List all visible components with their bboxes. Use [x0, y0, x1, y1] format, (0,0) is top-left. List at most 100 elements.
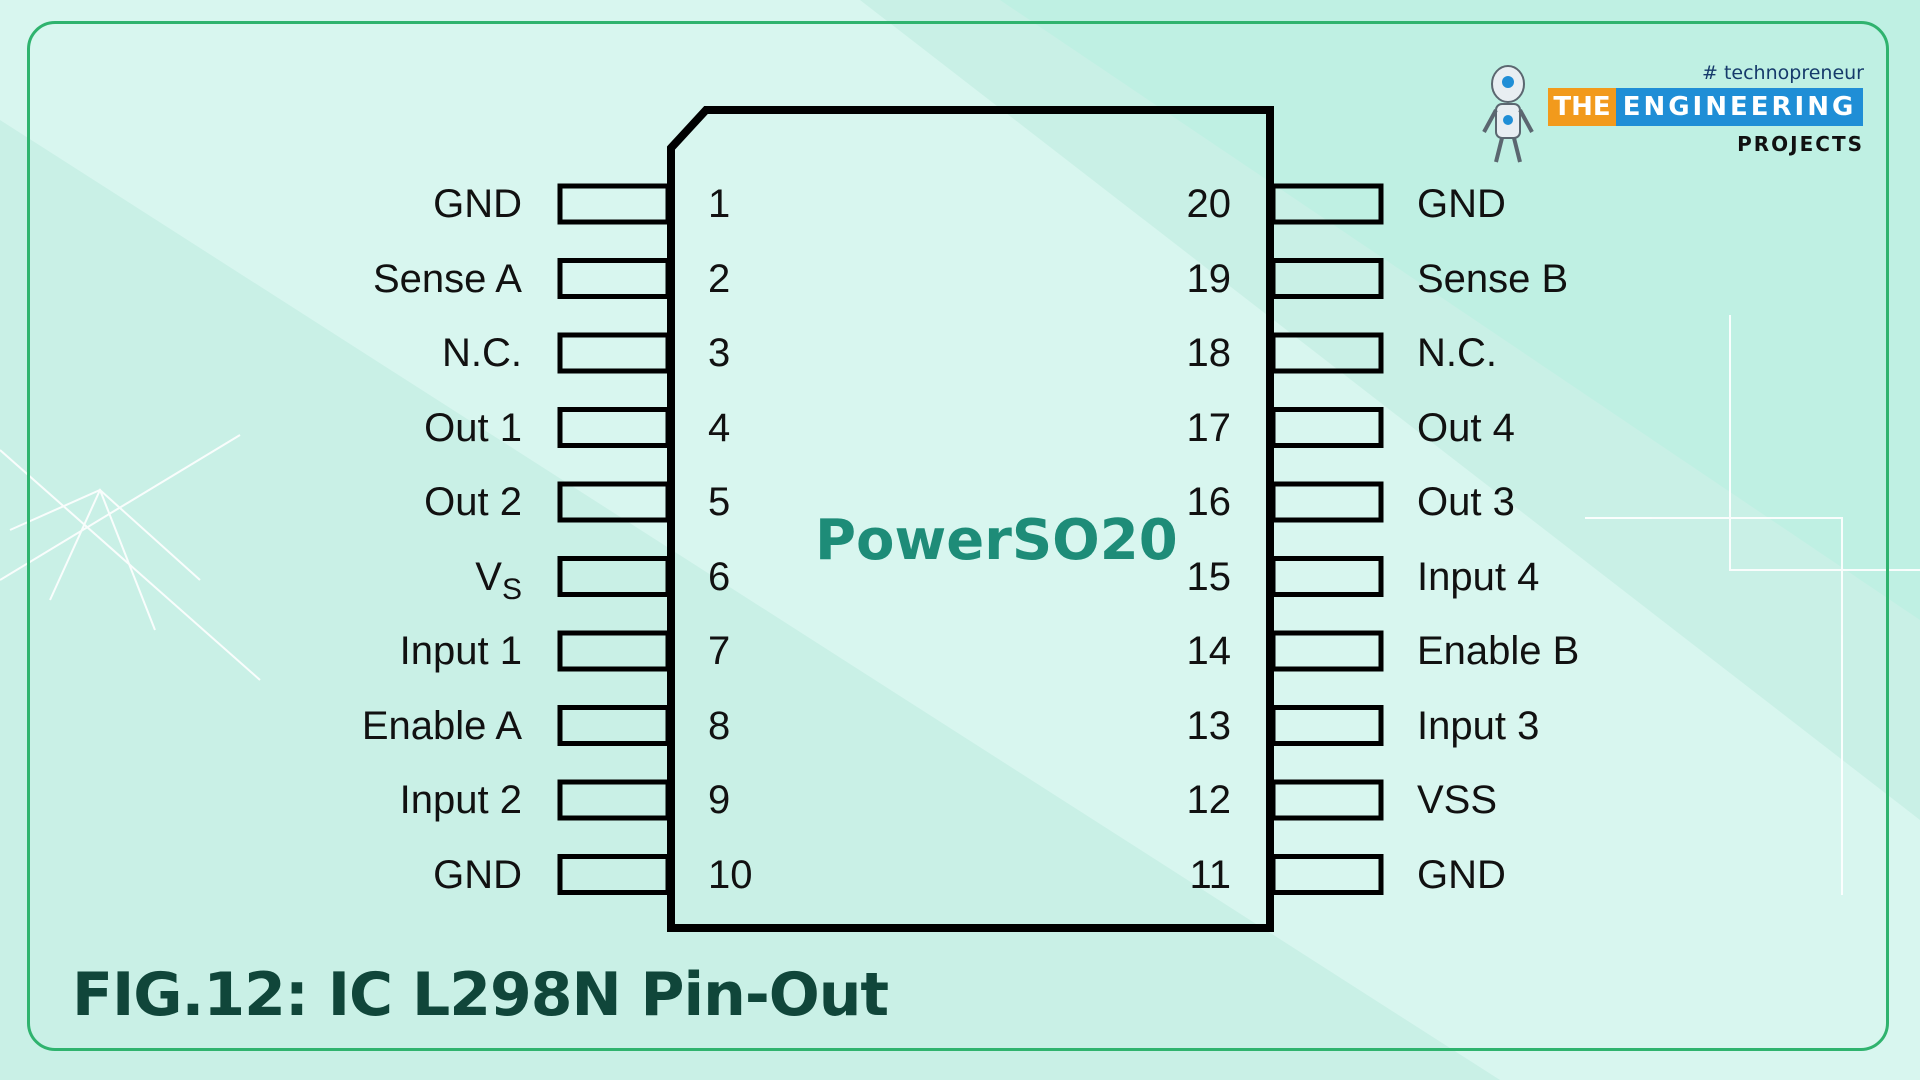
pin-lead-19: [1270, 258, 1384, 299]
pin-number-16: 16: [1187, 482, 1232, 522]
pin-lead-3: [557, 332, 671, 374]
pin-number-11: 11: [1189, 855, 1231, 895]
pin-label-17: Out 4: [1417, 408, 1515, 448]
pin-number-9: 9: [708, 780, 730, 820]
pin-label-16-text: Out 3: [1417, 480, 1515, 524]
pin-lead-6: [557, 556, 671, 597]
pin-number-10: 10: [708, 855, 753, 895]
pin-lead-20: [1270, 183, 1384, 225]
pin-number-15-text: 15: [1186, 554, 1232, 599]
pin-number-5-text: 5: [708, 480, 731, 524]
pin-number-19: 19: [1187, 259, 1232, 299]
pin-number-3-text: 3: [708, 331, 731, 375]
pin-number-15: 15: [1187, 557, 1232, 597]
left-pin-leads: [557, 183, 671, 895]
pin-lead-12: [1270, 779, 1384, 821]
pin-label-18-text: N.C.: [1417, 331, 1497, 375]
pin-number-4-text: 4: [708, 405, 731, 450]
robot-mascot-icon: [1482, 65, 1534, 163]
pin-label-6: VS: [475, 557, 522, 605]
pin-label-10-text: GND: [433, 852, 522, 897]
pin-lead-17: [1270, 407, 1384, 448]
pin-lead-15: [1270, 556, 1384, 597]
pin-label-20-text: GND: [1417, 182, 1506, 226]
pin-label-16: Out 3: [1417, 482, 1515, 522]
pin-label-7: Input 1: [400, 631, 522, 671]
pin-number-10-text: 10: [708, 852, 753, 897]
pin-lead-10: [557, 854, 671, 895]
pin-label-3-text: N.C.: [442, 331, 522, 375]
pin-lead-8: [557, 705, 671, 746]
pin-label-7-text: Input 1: [399, 629, 522, 673]
pin-lead-16: [1270, 481, 1384, 523]
pin-number-8-text: 8: [708, 703, 731, 748]
pin-number-20-text: 20: [1186, 182, 1232, 226]
pin-number-1: 1: [708, 184, 730, 224]
figure-caption: FIG.12: IC L298N Pin-Out: [72, 960, 889, 1030]
pin-label-4-text: Out 1: [424, 405, 522, 450]
pin-lead-4: [557, 407, 671, 448]
pin-number-17: 17: [1187, 408, 1232, 448]
pin-number-16-text: 16: [1186, 480, 1232, 524]
right-pin-leads: [1270, 183, 1384, 895]
package-name: PowerSO20: [815, 508, 1178, 573]
pin-number-2-text: 2: [708, 256, 731, 301]
pin-lead-14: [1270, 630, 1384, 672]
pin-number-11-text: 11: [1189, 852, 1231, 897]
pin-label-19-text: Sense B: [1417, 256, 1569, 301]
pin-lead-7: [557, 630, 671, 672]
pin-lead-9: [557, 779, 671, 821]
pin-number-9-text: 9: [708, 778, 731, 822]
pin-label-14-text: Enable B: [1417, 629, 1580, 673]
pin-number-6: 6: [708, 557, 730, 597]
pin-number-6-text: 6: [708, 554, 731, 599]
pin-label-12-text: VSS: [1417, 778, 1498, 822]
pin-number-5: 5: [708, 482, 730, 522]
pin-label-2-text: Sense A: [372, 256, 522, 301]
pin-number-13-text: 13: [1186, 703, 1232, 748]
pin-lead-2: [557, 258, 671, 299]
pin-label-10: GND: [433, 855, 522, 895]
pin-number-19-text: 19: [1186, 256, 1232, 301]
pin-label-11-text: GND: [1417, 852, 1506, 897]
pin-label-18: N.C.: [1417, 333, 1497, 373]
pin-label-14: Enable B: [1417, 631, 1579, 671]
pin-number-14-text: 14: [1186, 629, 1232, 673]
pin-label-11: GND: [1417, 855, 1506, 895]
pin-label-13-text: Input 3: [1417, 703, 1540, 748]
figure-frame: [27, 21, 1889, 1051]
pin-label-6-subscript: S: [501, 572, 522, 606]
logo-word-engineering: ENGINEERING: [1616, 88, 1863, 126]
pin-number-7: 7: [708, 631, 730, 671]
pin-number-18-text: 18: [1186, 331, 1232, 375]
pin-number-12: 12: [1187, 780, 1232, 820]
pin-lead-18: [1270, 332, 1384, 374]
pin-label-15-text: Input 4: [1417, 554, 1540, 599]
pin-lead-5: [557, 481, 671, 523]
pin-number-1-text: 1: [708, 182, 731, 226]
pin-label-13: Input 3: [1417, 706, 1539, 746]
pin-label-9-text: Input 2: [399, 778, 522, 822]
pin-label-20: GND: [1417, 184, 1506, 224]
pin-label-5: Out 2: [424, 482, 522, 522]
logo-word-the: THE: [1548, 88, 1616, 126]
pin-lead-1: [557, 183, 671, 225]
pin-number-17-text: 17: [1186, 405, 1232, 450]
pin-label-5-text: Out 2: [424, 480, 522, 524]
pin-number-2: 2: [708, 259, 730, 299]
pin-label-19: Sense B: [1417, 259, 1568, 299]
pin-number-4: 4: [708, 408, 730, 448]
pin-number-8: 8: [708, 706, 730, 746]
logo-tagline: # technopreneur: [1702, 62, 1864, 84]
pin-label-2: Sense A: [373, 259, 522, 299]
pin-label-12: VSS: [1417, 780, 1497, 820]
pin-label-17-text: Out 4: [1417, 405, 1515, 450]
pin-label-1-text: GND: [433, 182, 522, 226]
pin-number-20: 20: [1187, 184, 1232, 224]
pin-number-7-text: 7: [708, 629, 731, 673]
pin-number-18: 18: [1187, 333, 1232, 373]
logo-word-projects: PROJECTS: [1737, 132, 1864, 156]
pin-label-3: N.C.: [442, 333, 522, 373]
